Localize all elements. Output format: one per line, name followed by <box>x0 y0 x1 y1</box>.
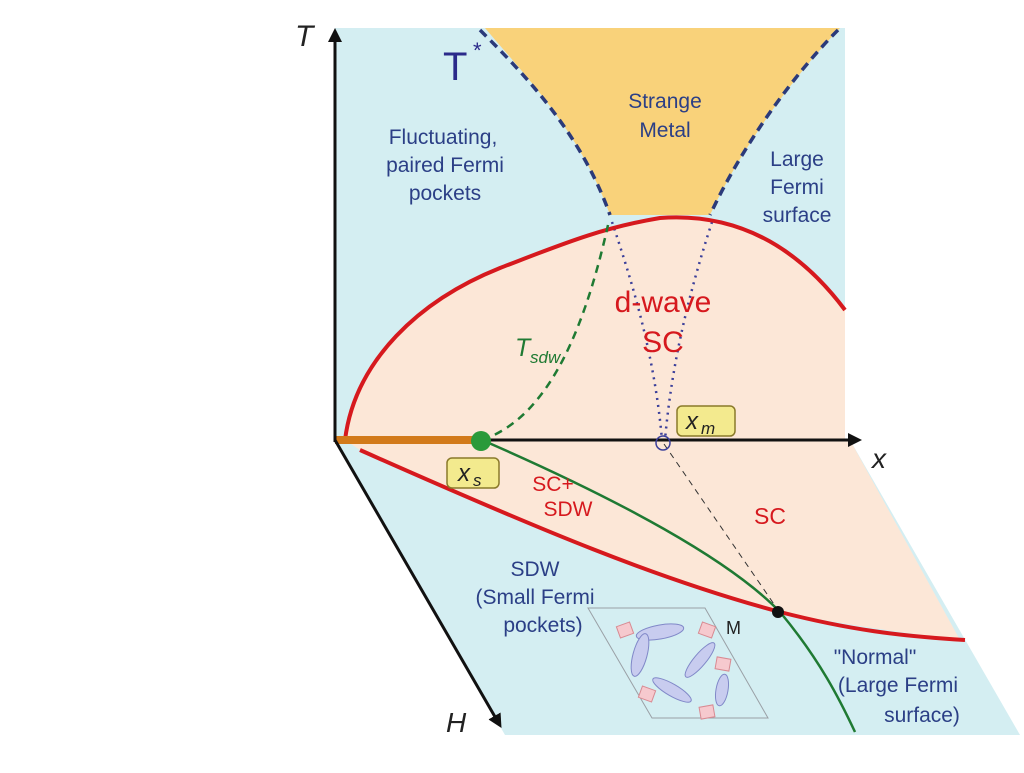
sc-sdw-line-2: SDW <box>544 498 593 521</box>
t-star-label: T <box>443 45 467 89</box>
strange-metal-line-1: Strange <box>628 90 702 113</box>
m-point <box>772 606 784 618</box>
fluctuating-line-2: paired Fermi <box>386 154 504 177</box>
t-star-sup: * <box>473 38 482 63</box>
large-fermi-label: Large Fermi surface <box>763 148 832 227</box>
dwave-sc-label: d-wave SC <box>615 286 712 359</box>
dwave-sc-line-2: SC <box>642 326 684 359</box>
strange-metal-region <box>485 28 840 215</box>
x-s-label: x <box>457 460 471 487</box>
t-sdw-line <box>481 224 610 442</box>
x-m-sub: m <box>701 419 715 438</box>
m-label: M <box>726 618 741 638</box>
normal-line-1: "Normal" <box>834 646 917 669</box>
t-sdw-label: T <box>515 334 532 362</box>
sdw-line-2: (Small Fermi <box>476 586 595 609</box>
strange-metal-line-2: Metal <box>639 119 690 142</box>
t-sdw-sub: sdw <box>530 348 562 367</box>
floor-sc-boundary <box>359 448 966 642</box>
normal-label: "Normal" (Large Fermi surface) <box>834 646 960 727</box>
fluctuating-label: Fluctuating, paired Fermi pockets <box>386 126 504 205</box>
sdw-line-1: SDW <box>511 558 560 581</box>
t-star-line-right <box>708 28 840 216</box>
t-star-line-left <box>478 28 612 216</box>
x-s-point <box>471 431 491 451</box>
t-axis-label: T <box>295 20 316 53</box>
sdw-line-3: pockets) <box>503 614 582 637</box>
xm-to-m-line <box>663 443 779 611</box>
h-axis <box>333 439 502 729</box>
x-s-sub: s <box>473 471 482 490</box>
x-axis-label: x <box>870 443 887 474</box>
large-fermi-line-2: Fermi <box>770 176 824 199</box>
sc-sdw-label: SC+ SDW <box>532 473 592 521</box>
floor-sdw-boundary <box>481 438 857 733</box>
dwave-sc-line-1: d-wave <box>615 286 712 319</box>
fluctuating-line-3: pockets <box>409 182 481 205</box>
x-m-label: x <box>685 408 699 435</box>
h-axis-label: H <box>446 707 467 738</box>
fermi-surface-inset <box>587 607 769 720</box>
normal-line-2: (Large Fermi <box>838 674 958 697</box>
strange-metal-label: Strange Metal <box>628 90 702 142</box>
x-m-label-box <box>676 405 736 437</box>
x-m-point <box>655 435 671 451</box>
floor-sc-region <box>345 440 960 640</box>
fluctuating-line-1: Fluctuating, <box>389 126 498 149</box>
x-s-label-box <box>446 457 500 489</box>
sc-sdw-line-1: SC+ <box>532 473 573 496</box>
sc-dome-region <box>345 217 845 440</box>
sc-dome-boundary <box>343 215 847 441</box>
sc-floor-label: SC <box>754 503 786 529</box>
normal-line-3: surface) <box>884 704 960 727</box>
inset-frame <box>587 607 769 719</box>
large-fermi-line-3: surface <box>763 204 832 227</box>
sdw-label: SDW (Small Fermi pockets) <box>476 558 595 637</box>
large-fermi-line-1: Large <box>770 148 824 171</box>
